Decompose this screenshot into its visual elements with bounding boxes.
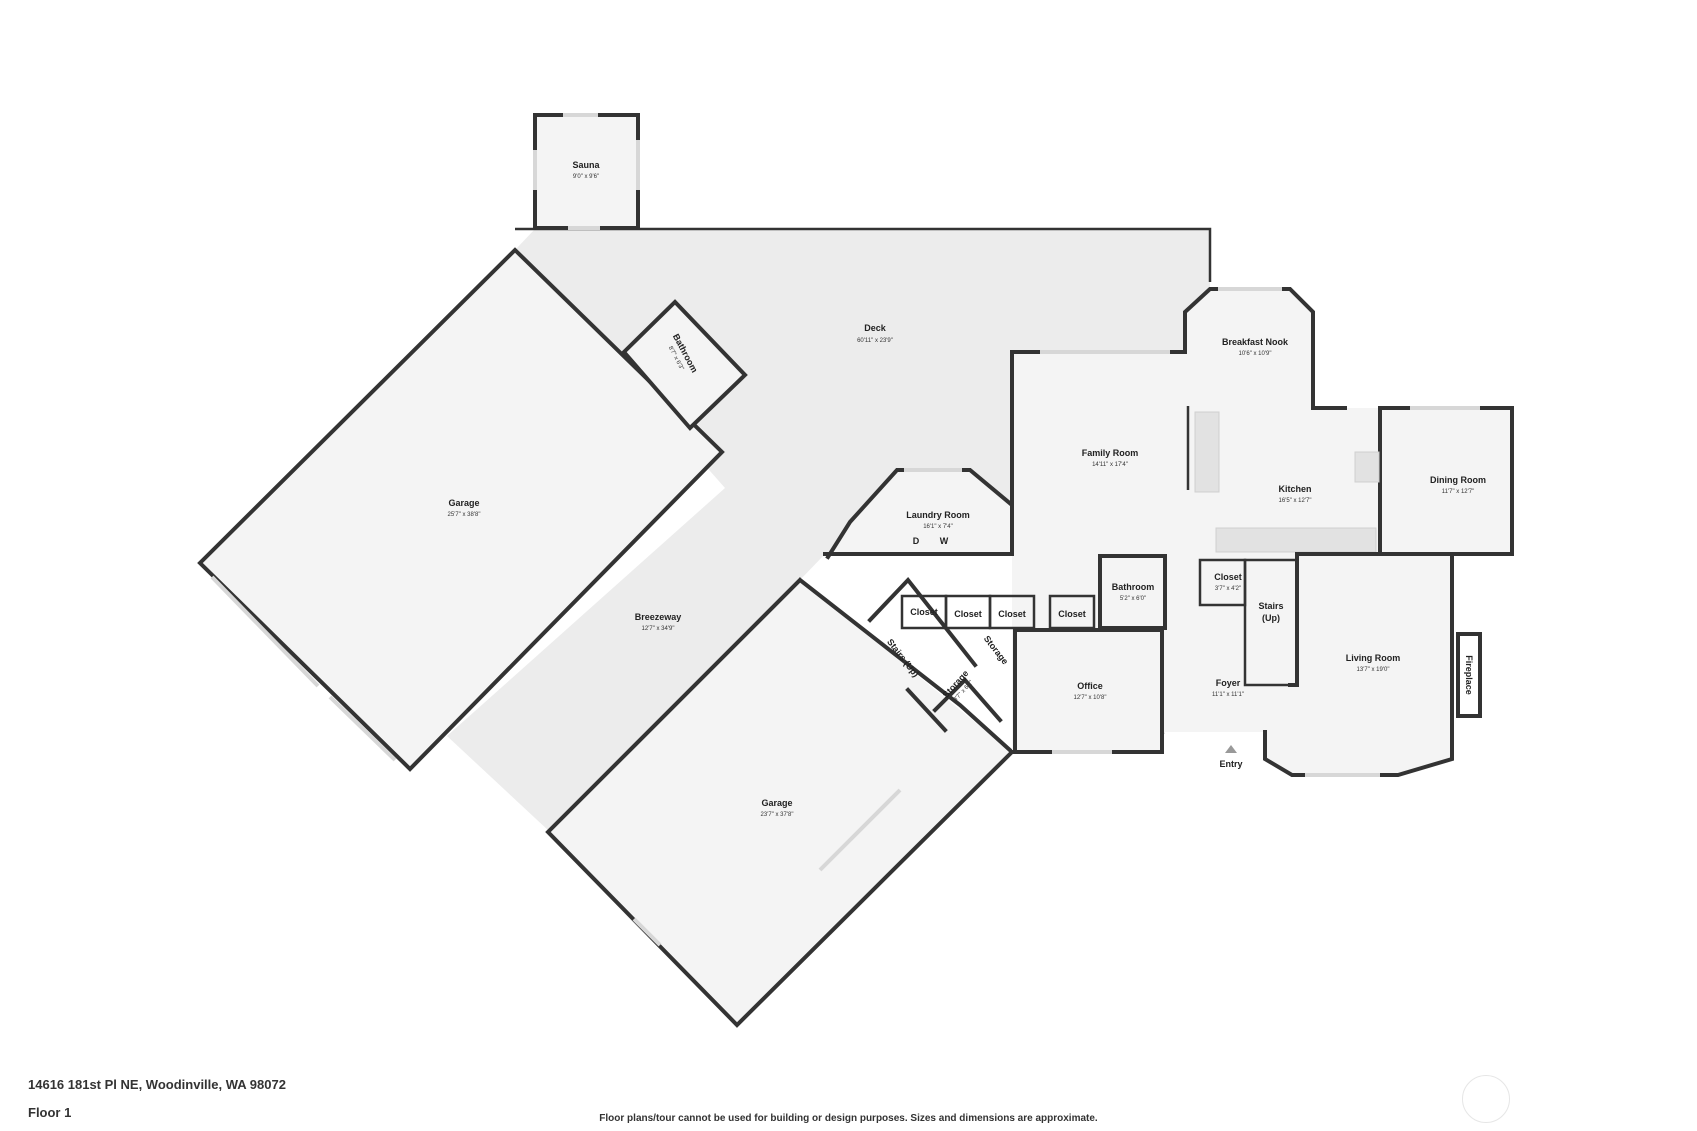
entry-arrow-icon — [1225, 745, 1237, 753]
sauna-label: Sauna — [572, 160, 600, 170]
kitchen-dimensions: 16'5" x 12'7" — [1279, 498, 1312, 504]
closet-foyer-label: Closet — [1214, 572, 1242, 582]
closet-1-label: Closet — [910, 607, 938, 617]
sauna-dimensions: 9'0" x 9'6" — [573, 174, 599, 180]
garage-left-label: Garage — [448, 498, 479, 508]
stove-icon — [1354, 451, 1380, 483]
breezeway-label: Breezeway — [635, 612, 682, 622]
foyer-dimensions: 11'1" x 11'1" — [1212, 692, 1244, 698]
kitchen-label: Kitchen — [1278, 484, 1311, 494]
family-room-label: Family Room — [1082, 448, 1139, 458]
garage-left-room — [200, 250, 722, 769]
main-bathroom-label: Bathroom — [1112, 582, 1155, 592]
washer-label: W — [940, 536, 949, 546]
laundry-label: Laundry Room — [906, 510, 970, 520]
office-label: Office — [1077, 681, 1103, 691]
disclaimer-text: Floor plans/tour cannot be used for buil… — [599, 1113, 1098, 1124]
breakfast-nook-dimensions: 10'6" x 10'9" — [1239, 351, 1272, 357]
deck-bathroom-room — [624, 302, 745, 428]
stairs-up-right-label: Stairs — [1258, 601, 1283, 611]
laundry-dimensions: 16'1" x 7'4" — [923, 524, 953, 530]
fireplace-label: Fireplace — [1464, 655, 1474, 695]
storage-2-label: Storage — [982, 634, 1011, 667]
main-bathroom-dimensions: 5'2" x 6'0" — [1120, 596, 1146, 602]
deck-dimensions: 60'11" x 23'9" — [857, 338, 893, 344]
dining-room-label: Dining Room — [1430, 475, 1486, 485]
dryer-label: D — [913, 536, 920, 546]
breezeway-dimensions: 12'7" x 34'9" — [642, 626, 675, 632]
laundry-room — [830, 470, 1012, 554]
deck-label: Deck — [864, 323, 887, 333]
family-room-dimensions: 14'11" x 17'4" — [1092, 462, 1128, 468]
garage-left-dimensions: 25'7" x 38'8" — [448, 512, 481, 518]
living-room-label: Living Room — [1346, 653, 1401, 663]
closet-foyer-dimensions: 3'7" x 4'2" — [1215, 586, 1241, 592]
closet-4-label: Closet — [1058, 609, 1086, 619]
floor-label: Floor 1 — [28, 1105, 72, 1120]
closet-3-label: Closet — [998, 609, 1026, 619]
sauna-room — [535, 115, 638, 228]
breakfast-nook-label: Breakfast Nook — [1222, 337, 1289, 347]
living-room-dimensions: 13'7" x 19'0" — [1357, 667, 1390, 673]
stairs-up-right-sub: (Up) — [1262, 613, 1280, 623]
closet-2-label: Closet — [954, 609, 982, 619]
property-address: 14616 181st Pl NE, Woodinville, WA 98072 — [28, 1077, 286, 1092]
garage-bottom-label: Garage — [761, 798, 792, 808]
dining-room-dimensions: 11'7" x 12'7" — [1442, 489, 1474, 495]
garage-bottom-dimensions: 23'7" x 37'8" — [761, 812, 794, 818]
entry-label: Entry — [1219, 759, 1242, 769]
garage-bottom-room — [548, 580, 1012, 1025]
office-room — [1015, 630, 1162, 750]
compass-icon — [1462, 1075, 1510, 1123]
foyer-label: Foyer — [1216, 678, 1241, 688]
office-dimensions: 12'7" x 10'8" — [1074, 695, 1107, 701]
